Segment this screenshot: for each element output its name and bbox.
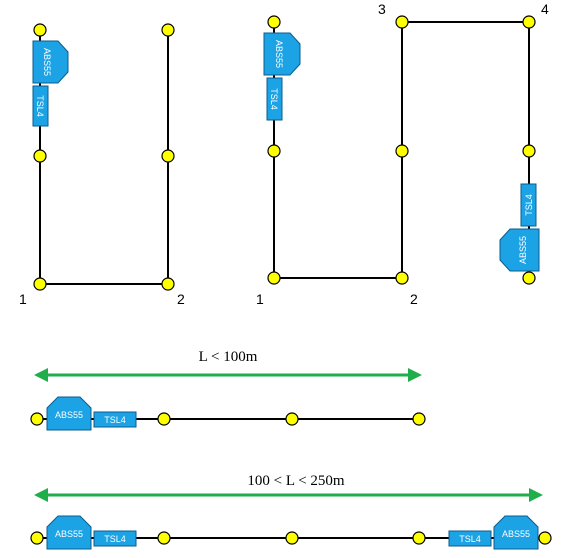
tsl4-label: TSL4 — [104, 415, 126, 425]
junction-node — [267, 271, 281, 285]
tsl4-module: TSL4 — [93, 530, 137, 547]
abs55-label: ABS55 — [42, 48, 52, 76]
junction-node — [538, 531, 552, 545]
junction-node — [412, 531, 426, 545]
length-label-long: 100 < L < 250m — [247, 473, 345, 489]
abs55-module: ABS55 — [263, 32, 301, 76]
abs55-module: ABS55 — [46, 396, 92, 431]
junction-node — [522, 15, 536, 29]
loop-diagram-four-corners: ABS55 TSL4 TSL4 ABS55 1 2 3 4 — [256, 1, 549, 307]
junction-node — [33, 149, 47, 163]
abs55-module: ABS55 — [493, 515, 539, 550]
abs55-module: ABS55 — [499, 228, 540, 272]
corner-label-2: 2 — [410, 291, 418, 307]
corner-label-1: 1 — [256, 291, 264, 307]
junction-node — [30, 531, 44, 545]
abs55-label: ABS55 — [274, 40, 284, 68]
tsl4-label: TSL4 — [35, 95, 45, 117]
junction-node — [157, 531, 171, 545]
tsl4-module: TSL4 — [93, 411, 137, 428]
abs55-label: ABS55 — [502, 529, 530, 539]
junction-node — [522, 271, 536, 285]
corner-label-3: 3 — [378, 1, 386, 17]
corner-label-1: 1 — [19, 291, 27, 307]
junction-node — [33, 23, 47, 37]
abs55-label: ABS55 — [55, 529, 83, 539]
abs55-label: ABS55 — [55, 410, 83, 420]
junction-node — [267, 15, 281, 29]
tsl4-label: TSL4 — [524, 194, 534, 216]
tsl4-module: TSL4 — [520, 183, 537, 227]
straight-layout-long: ABS55 TSL4 TSL4 ABS55 — [30, 515, 552, 550]
junction-node — [285, 412, 299, 426]
straight-layout-short: ABS55 TSL4 — [30, 396, 426, 431]
abs55-label: ABS55 — [518, 236, 528, 264]
length-label-short: L < 100m — [199, 349, 258, 365]
junction-node — [412, 412, 426, 426]
abs55-module: ABS55 — [32, 40, 69, 84]
junction-node — [161, 23, 175, 37]
tsl4-module: TSL4 — [266, 77, 283, 121]
loop-diagram-two-corners: ABS55 TSL4 1 2 — [19, 23, 185, 307]
junction-node — [161, 277, 175, 291]
tsl4-label: TSL4 — [104, 534, 126, 544]
corner-label-4: 4 — [541, 1, 549, 17]
length-arrow-short: L < 100m — [34, 349, 422, 382]
length-arrow-long: 100 < L < 250m — [34, 473, 543, 502]
junction-node — [267, 144, 281, 158]
tsl4-label: TSL4 — [269, 88, 279, 110]
junction-node — [285, 531, 299, 545]
tsl4-label: TSL4 — [459, 534, 481, 544]
tsl4-module: TSL4 — [448, 530, 492, 547]
junction-node — [33, 277, 47, 291]
junction-node — [395, 15, 409, 29]
junction-node — [161, 149, 175, 163]
junction-node — [30, 412, 44, 426]
junction-node — [395, 144, 409, 158]
corner-label-2: 2 — [177, 291, 185, 307]
junction-node — [522, 144, 536, 158]
tsl4-module: TSL4 — [32, 85, 49, 127]
junction-node — [395, 271, 409, 285]
abs55-module: ABS55 — [46, 515, 92, 550]
junction-node — [157, 412, 171, 426]
